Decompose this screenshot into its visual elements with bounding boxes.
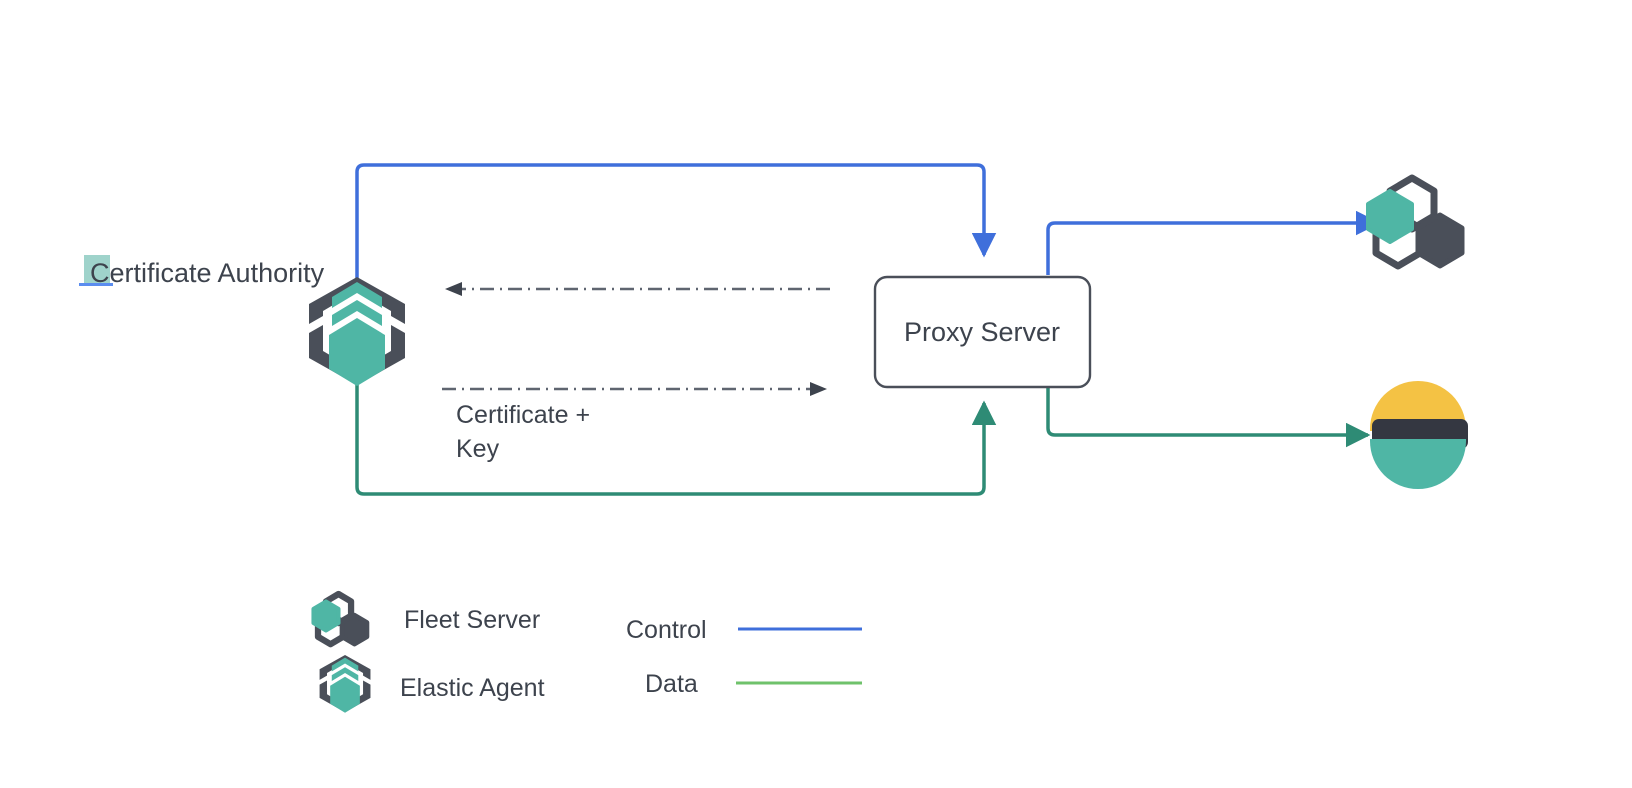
dash-dot-arrow-right [810,382,827,396]
data-line-agent-proxy [355,375,997,496]
legend-data-item[interactable]: Data [645,670,862,698]
proxy-server-box [873,275,1092,389]
legend-fleet-server-item[interactable]: Fleet Server [311,590,540,648]
agent-chevron-2 [332,300,382,326]
legend-fleet-hex-bottomright-filled [339,612,370,647]
certificate-authority-label-group[interactable]: Certificate Authority [79,255,325,288]
fleet-hex-bottomright-filled [1415,212,1465,269]
legend-agent-chevron-1 [331,657,359,672]
dash-dot-arrow-left [445,282,462,296]
legend-fleet-hex-teal-filled [311,599,341,633]
legend-data-label: Data [645,670,698,698]
data-line-proxy-elasticsearch [1046,385,1371,448]
edge-proxy-to-fleet-control [1046,210,1381,275]
legend-agent-hexagon-body [330,676,360,713]
legend-fleet-server-label: Fleet Server [404,606,540,634]
edge-agent-to-proxy-certificate-key [442,382,827,396]
agent-chevron-1 [332,282,382,308]
legend-elastic-agent-label: Elastic Agent [400,674,545,702]
legend-elastic-agent-item[interactable]: Elastic Agent [319,655,545,713]
edge-agent-to-proxy-control [355,163,997,290]
legend-agent-chevron-2 [331,667,359,681]
certificate-authority-label: Certificate Authority [90,258,325,288]
elastic-agent-icon[interactable] [309,277,405,386]
proxy-server-label: Proxy Server [904,317,1060,347]
text-selection-underline [79,283,113,286]
edge-label-certificate-key-line1: Certificate + [456,401,590,429]
fleet-hex-teal-filled [1366,189,1414,244]
elasticsearch-bottom-arc [1370,439,1466,489]
text-selection-highlight [84,255,110,283]
elasticsearch-icon[interactable] [1370,381,1468,489]
edge-proxy-to-agent-certificate-request [445,282,830,296]
control-line-agent-proxy [355,163,997,290]
legend-control-label: Control [626,616,707,644]
legend: Fleet Server Elastic Agent Control [311,590,862,713]
agent-hexagon-body [329,318,385,386]
proxy-server-node[interactable]: Proxy Server [873,275,1092,389]
elasticsearch-top-arc [1370,381,1466,431]
control-line-proxy-fleet [1046,210,1381,275]
fleet-server-icon[interactable] [1366,174,1465,270]
edge-agent-to-proxy-data [355,375,997,496]
edge-label-certificate-key-line2: Key [456,435,500,463]
edge-proxy-to-elasticsearch-data [1046,385,1371,448]
legend-control-item[interactable]: Control [626,616,862,644]
